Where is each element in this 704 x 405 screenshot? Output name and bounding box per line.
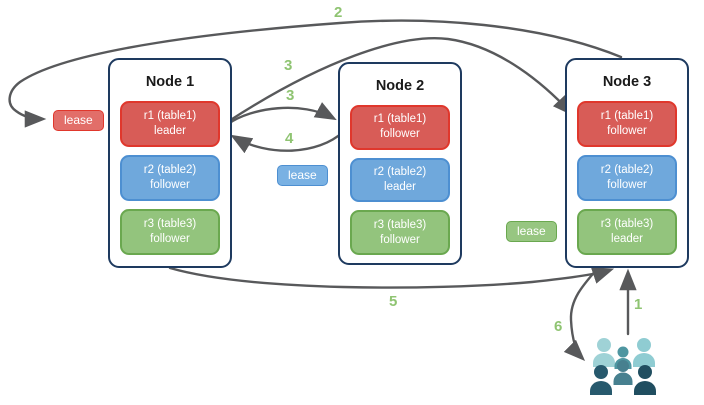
step-label-5: 5 bbox=[389, 293, 398, 310]
replica-r3-node2: r3 (table3) follower bbox=[350, 210, 450, 256]
replica-role: leader bbox=[384, 181, 416, 193]
replica-r2-node3: r2 (table2) follower bbox=[577, 155, 677, 201]
replica-range: r1 (table1) bbox=[600, 109, 654, 122]
lease-badge-r2: lease bbox=[277, 165, 328, 186]
step-label-1: 1 bbox=[634, 296, 643, 313]
step-label-3-lower: 3 bbox=[286, 87, 295, 104]
replica-role: follower bbox=[380, 128, 420, 141]
replica-range: r1 (table1) bbox=[143, 109, 197, 122]
replica-range: r3 (table3) bbox=[143, 217, 197, 230]
replica-r1-node2: r1 (table1) follower bbox=[350, 105, 450, 150]
step-label-3-upper: 3 bbox=[284, 57, 293, 74]
node-3-title: Node 3 bbox=[602, 74, 652, 90]
arrow-step2-route-to-leaseholder bbox=[8, 19, 623, 128]
node-1-title: Node 1 bbox=[145, 74, 195, 90]
arrow-step6-respond-to-client bbox=[563, 266, 600, 362]
replica-range: r3 (table3) bbox=[600, 217, 654, 230]
replica-range: r3 (table3) bbox=[373, 218, 427, 231]
replica-range: r1 (table1) bbox=[373, 113, 427, 126]
replica-r1-node1: r1 (table1) leader bbox=[120, 101, 220, 147]
replica-r3-node1: r3 (table3) follower bbox=[120, 209, 220, 255]
replica-range: r2 (table2) bbox=[143, 163, 197, 176]
replica-role: follower bbox=[607, 125, 647, 137]
replica-role: leader bbox=[154, 125, 186, 137]
replica-role: follower bbox=[150, 233, 190, 245]
replica-r2-node1: r2 (table2) follower bbox=[120, 155, 220, 201]
replica-r2-node2: r2 (table2) leader bbox=[350, 157, 450, 203]
arrow-step3-replicate-to-node3 bbox=[227, 37, 574, 123]
replica-role: follower bbox=[380, 233, 420, 246]
replica-r1-node3: r1 (table1) follower bbox=[577, 101, 677, 147]
replica-range: r2 (table2) bbox=[373, 165, 427, 178]
replica-r3-node3: r3 (table3) leader bbox=[577, 209, 677, 255]
step-label-2: 2 bbox=[334, 4, 343, 21]
node-1-box: Node 1 r1 (table1) leader r2 (table2) fo… bbox=[108, 58, 232, 268]
node-2-box: Node 2 r1 (table1) follower r2 (table2) … bbox=[338, 62, 462, 265]
step-label-6: 6 bbox=[554, 318, 563, 335]
step-label-4: 4 bbox=[285, 130, 294, 147]
node-2-title: Node 2 bbox=[375, 78, 425, 94]
arrow-step3-replicate-to-node2 bbox=[226, 102, 337, 126]
node-3-box: Node 3 r1 (table1) follower r2 (table2) … bbox=[565, 58, 689, 268]
arrow-step5-respond-to-gateway bbox=[168, 266, 615, 289]
lease-badge-r3: lease bbox=[506, 221, 557, 242]
arrow-step4-ack-to-leader bbox=[230, 130, 345, 154]
users-icon bbox=[590, 338, 656, 395]
lease-badge-r1: lease bbox=[53, 110, 104, 131]
replica-role: follower bbox=[607, 179, 647, 191]
replica-range: r2 (table2) bbox=[600, 163, 654, 176]
replica-role: leader bbox=[611, 233, 643, 245]
replica-role: follower bbox=[150, 179, 190, 191]
